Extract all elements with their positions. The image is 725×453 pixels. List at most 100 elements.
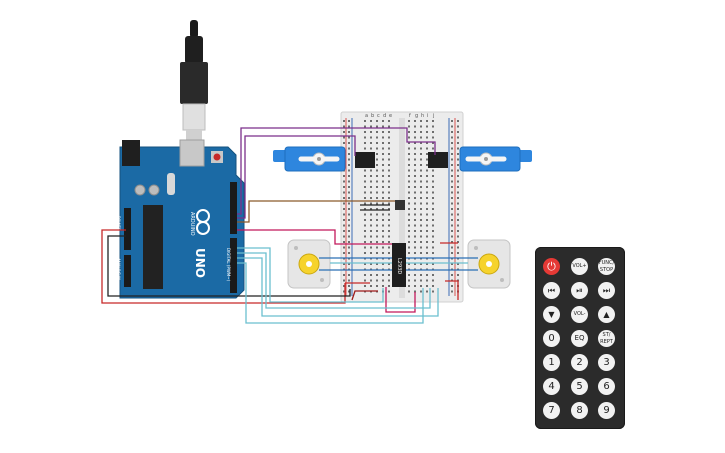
vol-down-button[interactable]: VOL- (571, 306, 588, 323)
breadboard-hole (420, 169, 422, 172)
breadboard-hole (376, 279, 378, 282)
st-rept-button[interactable]: ST/ REPT (598, 330, 615, 347)
breadboard-hole (376, 175, 378, 177)
digit-2-button[interactable]: 2 (571, 354, 588, 371)
wire-cyan (237, 247, 384, 303)
breadboard-hole (451, 213, 453, 216)
breadboard-hole (408, 208, 410, 210)
motor-right[interactable] (467, 239, 511, 289)
breadboard-hole (451, 158, 453, 161)
breadboard-hole (364, 219, 366, 221)
breadboard-hole (364, 147, 366, 150)
servo-right[interactable] (428, 146, 532, 172)
breadboard-hole (382, 142, 384, 144)
breadboard-hole (376, 197, 378, 199)
play-pause-button[interactable]: ⏯ (571, 282, 588, 299)
breadboard-hole (348, 153, 350, 155)
prev-button[interactable]: ⏮ (543, 282, 560, 299)
digit-1-button[interactable]: 1 (543, 354, 560, 371)
breadboard-hole (457, 164, 459, 166)
breadboard-hole (364, 191, 366, 194)
power-button[interactable]: ⏻ (543, 258, 560, 275)
breadboard-hole (343, 191, 345, 194)
breadboard-hole (370, 208, 372, 210)
breadboard-hole (343, 224, 345, 227)
breadboard-hole (408, 252, 410, 254)
breadboard-hole (432, 224, 434, 227)
breadboard-hole (408, 120, 410, 122)
breadboard-hole (376, 147, 378, 150)
breadboard-hole (388, 246, 390, 249)
breadboard-hole (432, 142, 434, 144)
breadboard-hole (343, 263, 345, 265)
breadboard-hole (370, 263, 372, 265)
digit-7-button[interactable]: 7 (543, 402, 560, 419)
breadboard-hole (414, 169, 416, 172)
motor-left[interactable] (287, 239, 331, 289)
breadboard-hole (432, 208, 434, 210)
breadboard-hole (388, 164, 390, 166)
breadboard-hole (457, 180, 459, 183)
digit-3-button[interactable]: 3 (598, 354, 615, 371)
breadboard-hole (408, 202, 410, 205)
chip-label: L293D (396, 258, 402, 274)
servo-left[interactable] (273, 146, 375, 172)
breadboard-hole (376, 164, 378, 166)
breadboard-hole (426, 279, 428, 282)
breadboard-hole (457, 230, 459, 232)
breadboard-hole (426, 191, 428, 194)
vol-up-button[interactable]: VOL+ (571, 258, 588, 275)
breadboard-hole (370, 235, 372, 238)
breadboard-hole (364, 235, 366, 238)
ir-remote[interactable]: ⏻ VOL+ FUNC/ STOP ⏮ ⏯ ⏭ ▼ VOL- ▲ 0 EQ ST… (535, 247, 625, 429)
breadboard-hole (426, 153, 428, 155)
breadboard-hole (408, 186, 410, 188)
breadboard-hole (426, 230, 428, 232)
breadboard-hole (348, 147, 350, 150)
eq-button[interactable]: EQ (571, 330, 588, 347)
zero-button[interactable]: 0 (543, 330, 560, 347)
breadboard-hole (432, 169, 434, 172)
up-button[interactable]: ▲ (598, 306, 615, 323)
digit-5-button[interactable]: 5 (571, 378, 588, 395)
breadboard-hole (382, 147, 384, 150)
arduino-uno[interactable]: ARDUINO UNO POWER ANALOG IN DIGITAL (PWM… (116, 139, 245, 299)
breadboard-hole (457, 186, 459, 188)
breadboard-hole (451, 263, 453, 265)
breadboard-hole (420, 230, 422, 232)
breadboard-hole (364, 208, 366, 210)
breadboard-hole (432, 213, 434, 216)
row-letter: i (427, 113, 428, 119)
breadboard-hole (426, 169, 428, 172)
breadboard-hole (414, 191, 416, 194)
breadboard-hole (376, 274, 378, 276)
breadboard-hole (451, 285, 453, 287)
digit-8-button[interactable]: 8 (571, 402, 588, 419)
breadboard-hole (343, 252, 345, 254)
next-button[interactable]: ⏭ (598, 282, 615, 299)
breadboard-hole (370, 175, 372, 177)
breadboard-hole (343, 290, 345, 293)
breadboard-hole (420, 164, 422, 166)
digit-9-button[interactable]: 9 (598, 402, 615, 419)
ir-receiver[interactable] (395, 200, 405, 210)
breadboard-hole (382, 224, 384, 227)
breadboard-hole (451, 246, 453, 249)
breadboard-hole (432, 186, 434, 188)
breadboard-hole (364, 263, 366, 265)
power-header (124, 208, 131, 250)
breadboard-hole (376, 136, 378, 139)
func-stop-button[interactable]: FUNC/ STOP (598, 258, 615, 275)
breadboard-hole (364, 224, 366, 227)
down-button[interactable]: ▼ (543, 306, 560, 323)
breadboard-hole (414, 175, 416, 177)
digit-4-button[interactable]: 4 (543, 378, 560, 395)
motor-driver-chip[interactable]: L293D (392, 243, 406, 287)
breadboard-hole (432, 246, 434, 249)
breadboard-hole (432, 125, 434, 128)
breadboard-hole (432, 285, 434, 287)
breadboard-hole (408, 285, 410, 287)
digit-6-button[interactable]: 6 (598, 378, 615, 395)
breadboard-hole (426, 202, 428, 205)
breadboard-hole (376, 202, 378, 205)
